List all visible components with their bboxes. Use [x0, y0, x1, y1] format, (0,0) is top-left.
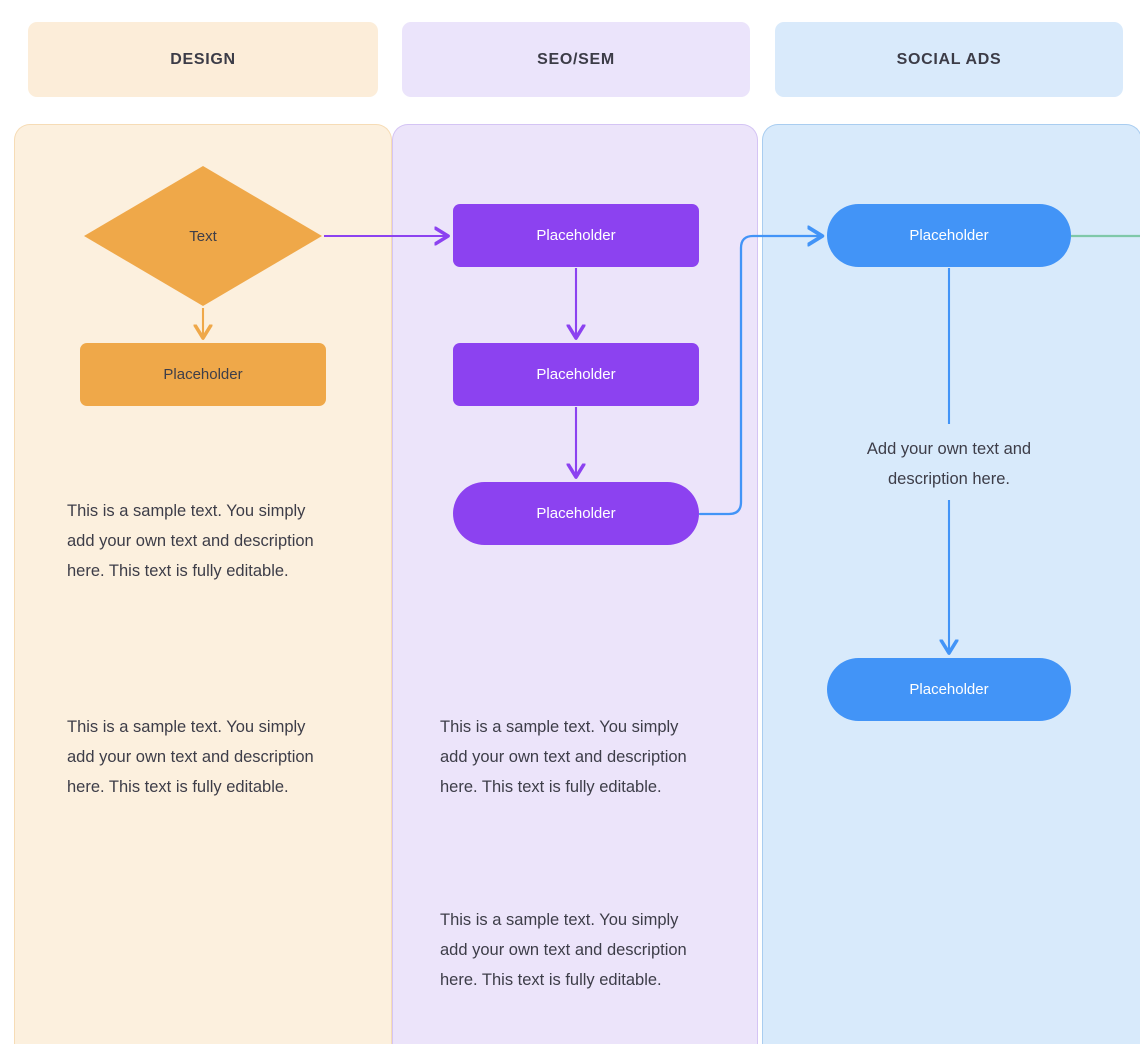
- node-seo-placeholder-1[interactable]: Placeholder: [453, 204, 699, 267]
- node-design-decision-label: Text: [189, 227, 217, 245]
- design-paragraph-2: This is a sample text. You simply add yo…: [67, 718, 314, 796]
- column-header-social-ads[interactable]: SOCIAL ADS: [775, 22, 1123, 97]
- column-header-seo-label: SEO/SEM: [537, 50, 615, 68]
- node-seo-placeholder-2[interactable]: Placeholder: [453, 343, 699, 406]
- column-header-design-label: DESIGN: [170, 50, 236, 68]
- node-design-placeholder-label: Placeholder: [163, 366, 243, 383]
- node-seo-placeholder-1-label: Placeholder: [536, 227, 616, 244]
- node-seo-placeholder-3-label: Placeholder: [536, 505, 616, 522]
- node-seo-placeholder-2-label: Placeholder: [536, 366, 616, 383]
- node-design-decision[interactable]: Text: [84, 166, 322, 306]
- node-social-placeholder-1-label: Placeholder: [909, 227, 989, 244]
- column-panel-social-ads: [762, 124, 1140, 1044]
- seo-paragraph-1: This is a sample text. You simply add yo…: [440, 718, 687, 796]
- node-social-placeholder-2-label: Placeholder: [909, 681, 989, 698]
- node-social-placeholder-1[interactable]: Placeholder: [827, 204, 1071, 267]
- node-seo-placeholder-3[interactable]: Placeholder: [453, 482, 699, 545]
- column-header-seo[interactable]: SEO/SEM: [402, 22, 750, 97]
- social-caption-text: Add your own text and description here.: [866, 440, 1032, 488]
- node-social-placeholder-2[interactable]: Placeholder: [827, 658, 1071, 721]
- column-header-social-ads-label: SOCIAL ADS: [896, 50, 1002, 68]
- seo-paragraph-2: This is a sample text. You simply add yo…: [440, 911, 687, 989]
- column-header-design[interactable]: DESIGN: [28, 22, 378, 97]
- node-design-placeholder[interactable]: Placeholder: [80, 343, 326, 406]
- design-paragraph-1: This is a sample text. You simply add yo…: [67, 502, 314, 580]
